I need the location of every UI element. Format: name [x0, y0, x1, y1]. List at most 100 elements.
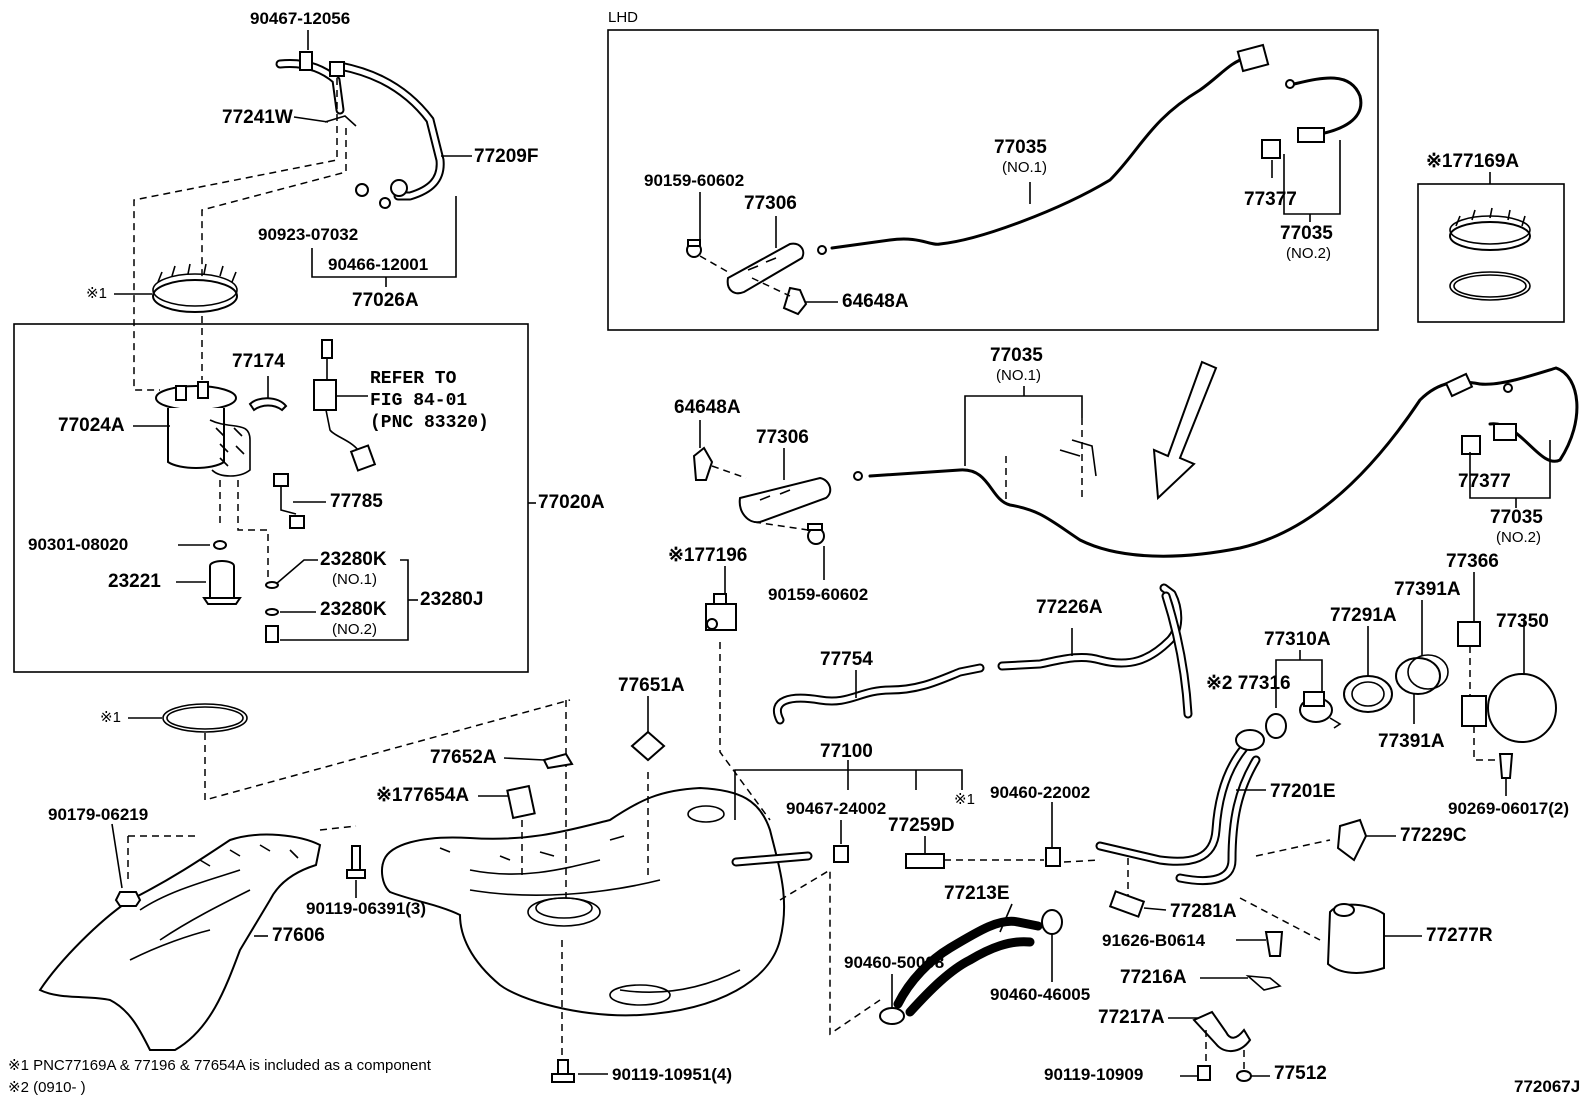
install-line: [711, 465, 809, 531]
part-90119-10909[interactable]: 90119-10909: [1044, 1065, 1144, 1084]
part-64648a-main[interactable]: 64648A: [674, 397, 741, 418]
hose-77226a-in: [999, 585, 1181, 669]
part-90159-60602-main[interactable]: 90159-60602: [768, 585, 869, 604]
inset-part-77377[interactable]: 77377: [1244, 189, 1297, 210]
part-23280k-no2[interactable]: 23280K: [320, 599, 387, 620]
direction-arrow: [1152, 360, 1218, 501]
inset-part-77035-no2[interactable]: 77035: [1280, 223, 1333, 244]
part-23280k-no1[interactable]: 23280K: [320, 549, 387, 570]
part-77366[interactable]: 77366: [1446, 551, 1499, 572]
part-77785[interactable]: 77785: [330, 491, 383, 512]
part-77035-main-no1[interactable]: 77035: [990, 345, 1043, 366]
install-line: [1205, 1030, 1245, 1070]
install-line: [201, 128, 347, 282]
part-77350[interactable]: 77350: [1496, 611, 1549, 632]
part-77306-main[interactable]: 77306: [756, 427, 809, 448]
part-90460-46005[interactable]: 90460-46005: [990, 985, 1091, 1004]
install-line: [1469, 646, 1504, 761]
part-90119-06391[interactable]: 90119-06391(3): [306, 899, 427, 918]
leader: [111, 823, 123, 889]
part-77512[interactable]: 77512: [1274, 1063, 1327, 1084]
part-77310a[interactable]: 77310A: [1264, 629, 1331, 650]
o-ring-23280k-1: [265, 581, 279, 589]
o-ring-90301: [213, 540, 227, 550]
label-no1-main: (NO.1): [996, 367, 1041, 384]
part-77174[interactable]: 77174: [232, 351, 285, 372]
part-77391a-bottom[interactable]: 77391A: [1378, 731, 1445, 752]
ring-kit-77169a: [1449, 207, 1531, 301]
part-90467-24002[interactable]: 90467-24002: [786, 799, 887, 818]
leader: [1143, 907, 1167, 911]
lhd-cable-b: [1292, 76, 1363, 136]
inset-part-77306[interactable]: 77306: [744, 193, 797, 214]
cable-holder: [1059, 439, 1097, 477]
lhd-cable: [830, 56, 1248, 250]
footnote-1: ※1 PNC77169A & 77196 & 77654A is include…: [8, 1057, 431, 1074]
part-77020a[interactable]: 77020A: [538, 492, 605, 513]
part-77035-main-no2[interactable]: 77035: [1490, 507, 1543, 528]
part-90460-50008[interactable]: 90460-50008: [844, 953, 945, 972]
bracket-77310a: [1275, 659, 1323, 708]
fuel-pump-assembly: [155, 381, 251, 477]
part-77652a[interactable]: 77652A: [430, 747, 497, 768]
part-77201e[interactable]: 77201E: [1270, 781, 1336, 802]
part-77229c[interactable]: 77229C: [1400, 825, 1467, 846]
part-77651a[interactable]: 77651A: [618, 675, 685, 696]
fuel-tank-77100: [381, 786, 786, 1017]
part-77024a[interactable]: 77024A: [58, 415, 125, 436]
opener-lever-main: [692, 446, 832, 545]
sender-gauge: [313, 339, 377, 472]
part-77196[interactable]: ※177196: [668, 545, 748, 566]
hose-77213e-in: [901, 928, 1027, 1011]
part-23221[interactable]: 23221: [108, 571, 161, 592]
inset-part-77035-no1[interactable]: 77035: [994, 137, 1047, 158]
o-ring-23280k-2: [265, 608, 279, 616]
part-77209f[interactable]: 77209F: [474, 146, 539, 167]
install-line: [133, 78, 338, 391]
clamp-77229c: [1336, 818, 1368, 862]
part-77754[interactable]: 77754: [820, 649, 873, 670]
part-77291a[interactable]: 77291A: [1330, 605, 1397, 626]
part-77316[interactable]: ※2 77316: [1206, 673, 1291, 694]
part-77213e[interactable]: 77213E: [944, 883, 1010, 904]
inset-part-64648a[interactable]: 64648A: [842, 291, 909, 312]
label-no2-main: (NO.2): [1496, 529, 1541, 546]
part-90119-10951[interactable]: 90119-10951(4): [612, 1065, 733, 1084]
part-90179-06219[interactable]: 90179-06219: [48, 805, 149, 824]
pump-assembly-frame: [13, 323, 529, 673]
part-23280j[interactable]: 23280J: [420, 589, 484, 610]
part-77100[interactable]: 77100: [820, 741, 873, 762]
gasket-ring: [162, 703, 248, 733]
filler-pipe-77201e: [1095, 743, 1249, 866]
bracket-77026a: [311, 196, 457, 278]
part-77654a[interactable]: ※177654A: [376, 785, 470, 806]
part-77259d[interactable]: 77259D: [888, 815, 955, 836]
nut-77512: [1236, 1070, 1252, 1082]
cap-77310a: [1299, 691, 1342, 729]
screw-90269: [1498, 753, 1514, 779]
part-91626-b0614[interactable]: 91626-B0614: [1102, 931, 1206, 950]
inset-part-90159-60602[interactable]: 90159-60602: [644, 171, 745, 190]
part-90923-07032[interactable]: 90923-07032: [258, 225, 359, 244]
opener-cable-main: [868, 366, 1579, 558]
part-77169a[interactable]: ※177169A: [1426, 151, 1520, 172]
part-77377-main[interactable]: 77377: [1458, 471, 1511, 492]
part-90301-08020[interactable]: 90301-08020: [28, 535, 129, 554]
part-90460-22002[interactable]: 90460-22002: [990, 783, 1091, 802]
label-no1-a: (NO.1): [332, 571, 377, 588]
part-77606[interactable]: 77606: [272, 925, 325, 946]
part-77391a-top[interactable]: 77391A: [1394, 579, 1461, 600]
part-90467-12056[interactable]: 90467-12056: [250, 9, 351, 28]
part-77277r[interactable]: 77277R: [1426, 925, 1493, 946]
mark-1-tank: ※1: [954, 791, 975, 808]
part-77226a[interactable]: 77226A: [1036, 597, 1103, 618]
part-90269-06017[interactable]: 90269-06017(2): [1448, 799, 1569, 818]
install-line: [1005, 418, 1083, 500]
part-77216a[interactable]: 77216A: [1120, 967, 1187, 988]
part-90466-12001[interactable]: 90466-12001: [328, 255, 429, 274]
part-77026a[interactable]: 77026A: [352, 290, 419, 311]
part-77241w[interactable]: 77241W: [222, 107, 293, 128]
pad-77652a: [542, 752, 574, 770]
part-77281a[interactable]: 77281A: [1170, 901, 1237, 922]
part-77217a[interactable]: 77217A: [1098, 1007, 1165, 1028]
